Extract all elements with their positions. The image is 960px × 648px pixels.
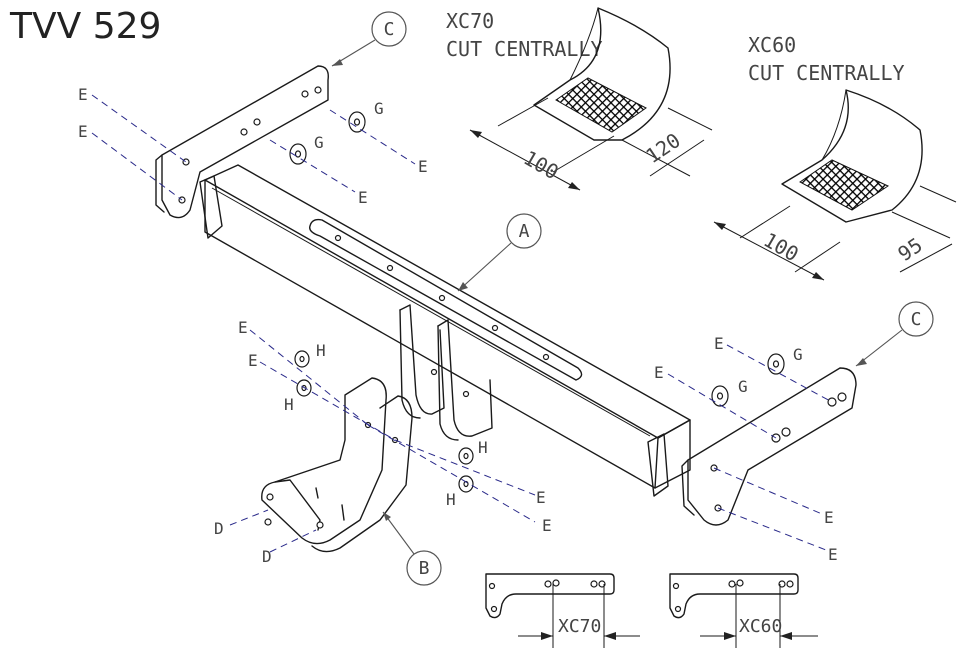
label-e-6: E	[248, 351, 258, 370]
callout-a-label: A	[519, 221, 530, 242]
xc70-model: XC70	[446, 9, 494, 33]
callout-c-left: C	[331, 11, 407, 67]
ball-mount-bracket	[261, 377, 413, 553]
left-side-bracket	[155, 65, 329, 219]
label-h-4: H	[446, 490, 456, 509]
xc70-dim-depth: 120	[641, 128, 684, 168]
callout-c-left-label: C	[384, 19, 395, 40]
xc70-cut-area	[555, 77, 647, 133]
bottom-xc70-label: XC70	[558, 616, 601, 637]
diagram-title: TVV 529	[9, 6, 161, 47]
xc60-model: XC60	[748, 33, 796, 57]
label-d-2: D	[262, 547, 272, 566]
label-g-3: G	[793, 345, 803, 364]
label-e-5: E	[238, 318, 248, 337]
label-e-8: E	[542, 516, 552, 535]
right-side-bracket	[681, 367, 857, 526]
callout-c-right-label: C	[911, 309, 922, 330]
bottom-xc60-label: XC60	[739, 616, 782, 637]
label-e-4: E	[358, 188, 368, 207]
xc60-cut-area	[799, 159, 890, 211]
xc70-instruction: CUT CENTRALLY	[446, 37, 603, 61]
label-h-2: H	[284, 395, 294, 414]
callout-a: A	[457, 213, 542, 292]
label-e-3: E	[418, 157, 428, 176]
label-g-1: G	[374, 99, 384, 118]
label-e-10: E	[654, 363, 664, 382]
xc60-dim-depth: 95	[893, 233, 926, 266]
label-e-12: E	[828, 545, 838, 564]
label-e-1: E	[78, 85, 88, 104]
washer-group	[289, 111, 785, 493]
xc70-dim-width: 100	[520, 146, 563, 185]
label-g-2: G	[314, 133, 324, 152]
bottom-view-xc70: XC70	[485, 573, 640, 648]
bolt-axes	[91, 94, 833, 553]
label-h-3: H	[478, 438, 488, 457]
label-g-4: G	[738, 377, 748, 396]
xc60-dim-width: 100	[760, 228, 803, 267]
bottom-view-xc60: XC60	[669, 573, 818, 648]
xc70-cut-detail: XC70 CUT CENTRALLY 100 120	[446, 7, 713, 191]
label-e-7: E	[536, 488, 546, 507]
callout-b: B	[382, 511, 442, 586]
main-crossbar	[199, 164, 691, 497]
callout-c-right: C	[855, 301, 934, 367]
xc60-cut-detail: XC60 CUT CENTRALLY 100 95	[713, 33, 957, 281]
callout-b-label: B	[419, 558, 430, 579]
label-d-1: D	[214, 519, 224, 538]
fastener-labels: E E E E E E E E E E E E G G G G H H H H …	[78, 85, 838, 566]
label-e-2: E	[78, 122, 88, 141]
xc60-instruction: CUT CENTRALLY	[748, 61, 905, 85]
label-e-9: E	[714, 334, 724, 353]
label-e-11: E	[824, 508, 834, 527]
label-h-1: H	[316, 341, 326, 360]
